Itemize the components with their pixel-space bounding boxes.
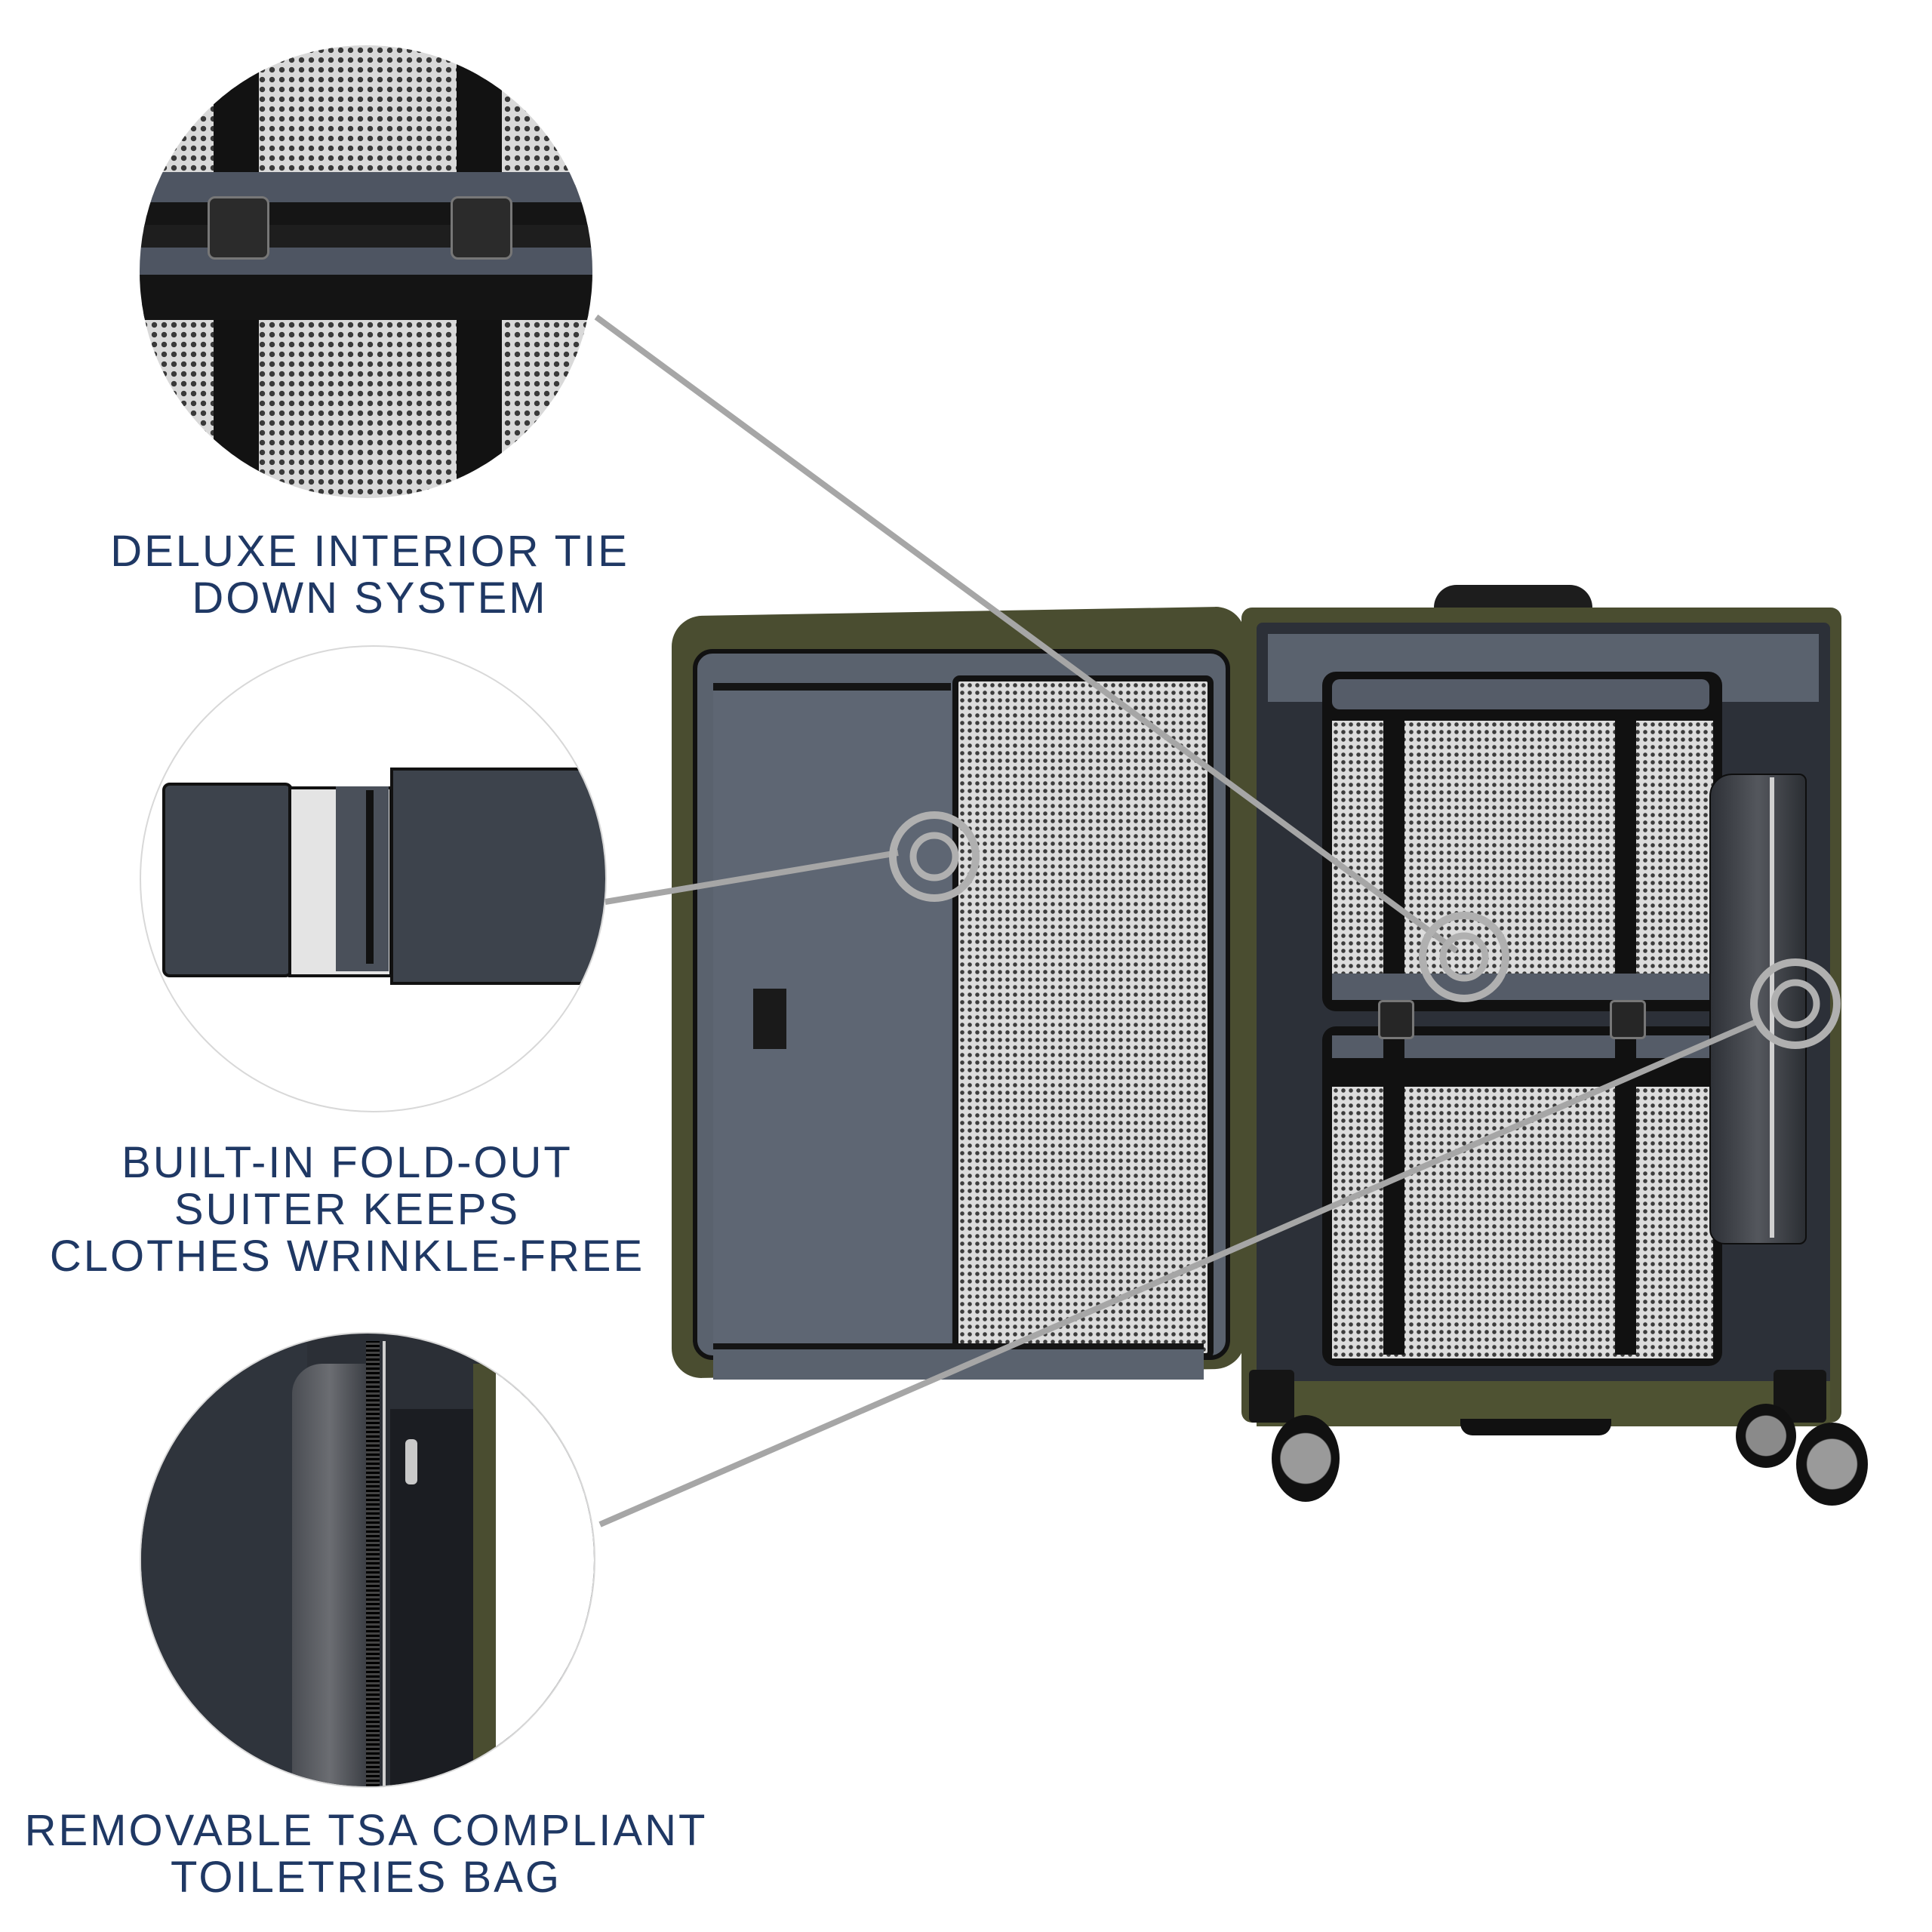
bottom-grab-handle[interactable]	[1460, 1419, 1611, 1435]
wheel-front-left	[1272, 1415, 1340, 1502]
feature-label-tie-down: DELUXE INTERIOR TIE DOWN SYSTEM	[110, 527, 629, 623]
suiter-closeup-image	[140, 645, 607, 1112]
lid-label-tag	[753, 989, 786, 1049]
toiletries-bag[interactable]	[1709, 774, 1807, 1244]
toiletries-closeup-image	[140, 1332, 595, 1788]
strap-buckle-left[interactable]	[1378, 1000, 1414, 1039]
feature-label-toiletries: REMOVABLE TSA COMPLIANT TOILETRIES BAG	[24, 1806, 708, 1902]
tie-down-closeup-image	[140, 45, 592, 498]
wheel-front-right	[1796, 1423, 1868, 1506]
lid-mesh-pocket	[952, 675, 1214, 1359]
strap-buckle-right[interactable]	[1610, 1000, 1646, 1039]
wheel-back-right	[1736, 1404, 1796, 1468]
feature-label-suiter: BUILT-IN FOLD-OUT SUITER KEEPS CLOTHES W…	[49, 1138, 645, 1281]
zipper-pull-icon	[405, 1439, 417, 1484]
